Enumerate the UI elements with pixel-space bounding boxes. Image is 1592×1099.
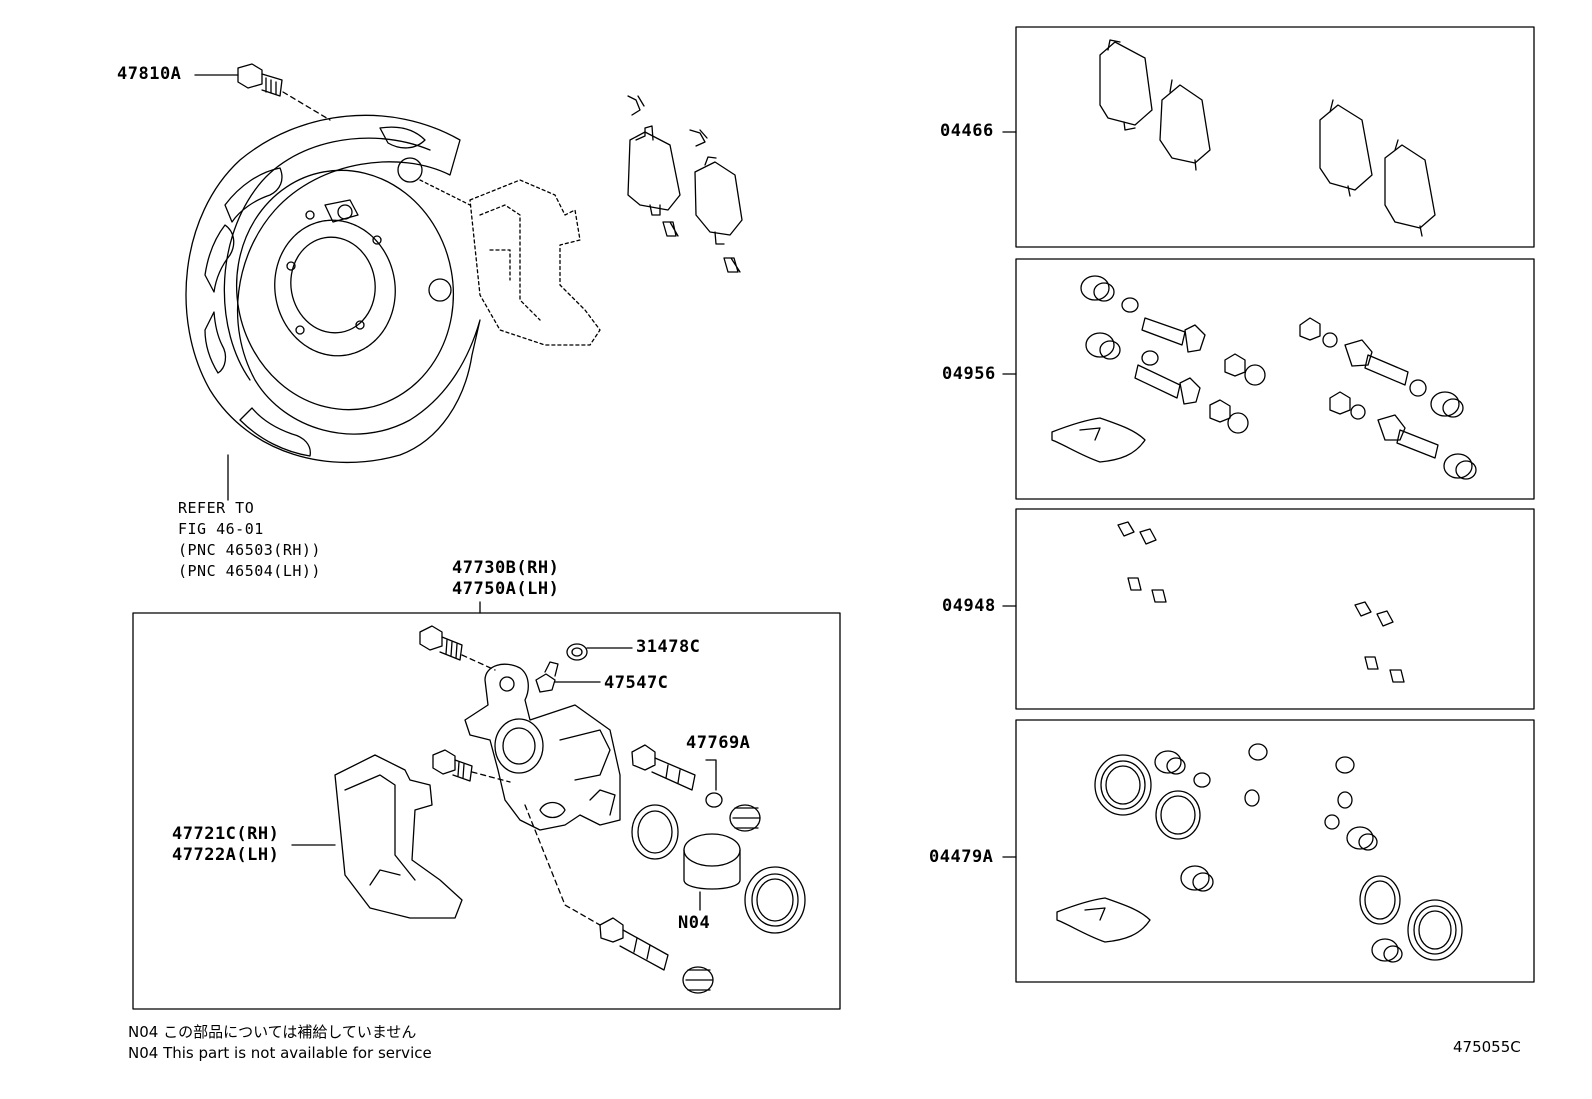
top-pads <box>627 95 743 273</box>
pin-boot-upper <box>729 804 761 832</box>
caliper-assembly-frame <box>132 612 841 1010</box>
kit-box-04956 <box>1002 258 1535 500</box>
callout-47810A: 47810A <box>117 64 182 84</box>
kit-label-04948: 04948 <box>942 596 996 616</box>
kit-label-04466: 04466 <box>940 121 994 141</box>
piston <box>683 833 741 911</box>
slide-pin-upper <box>631 744 723 808</box>
kit-label-04479A: 04479A <box>929 847 994 867</box>
mounting-bracket <box>291 754 463 919</box>
refer-line-2: FIG 46-01 <box>178 520 264 538</box>
refer-line-3: (PNC 46503(RH)) <box>178 541 321 559</box>
kit-box-04466 <box>1002 26 1535 248</box>
note-english: N04 This part is not available for servi… <box>128 1044 432 1062</box>
kit-label-04956: 04956 <box>942 364 996 384</box>
callout-caliper-lh: 47750A(LH) <box>452 579 560 599</box>
refer-line-4: (PNC 46504(LH)) <box>178 562 321 580</box>
pin-boot-lower <box>682 966 714 994</box>
caliper-bolt-lower <box>432 749 511 783</box>
caliper-body <box>464 663 621 831</box>
callout-N04: N04 <box>678 913 711 933</box>
kit-box-04479A <box>1002 719 1535 983</box>
note-japanese: N04 この部品については補給していません <box>128 1023 417 1041</box>
bleeder-screw <box>535 661 601 693</box>
callout-mount-lh: 47722A(LH) <box>172 845 280 865</box>
callout-caliper-rh: 47730B(RH) <box>452 558 560 578</box>
callout-31478C: 31478C <box>636 637 701 657</box>
piston-seal <box>631 804 679 860</box>
refer-line-1: REFER TO <box>178 499 255 517</box>
caliper-bolt-upper <box>419 625 496 671</box>
piston-dust-boot <box>744 866 806 934</box>
kit-box-04948 <box>1002 508 1535 710</box>
callout-mount-rh: 47721C(RH) <box>172 824 280 844</box>
bleeder-cap <box>566 643 633 661</box>
figure-code: 475055C <box>1453 1038 1521 1056</box>
slide-pin-lower <box>524 804 669 971</box>
ghost-caliper <box>419 179 601 346</box>
dust-shield <box>185 114 481 501</box>
callout-47547C: 47547C <box>604 673 669 693</box>
bolt-47810A <box>194 63 331 121</box>
callout-47769A: 47769A <box>686 733 751 753</box>
